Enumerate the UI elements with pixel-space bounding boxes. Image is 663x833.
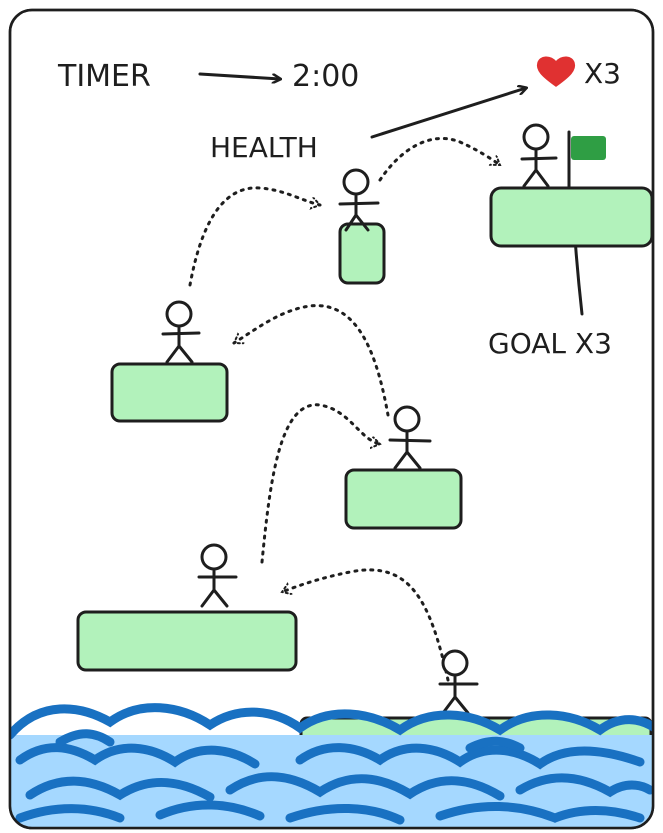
stick-figure-left-upper (161, 300, 201, 364)
heart-icon (536, 56, 576, 87)
platform-middle (344, 468, 463, 530)
stick-figure-goal (520, 123, 558, 188)
health-label: HEALTH (210, 131, 318, 164)
stick-figure-start (438, 649, 479, 715)
water-hazard (10, 703, 653, 828)
lives-count: X3 (584, 57, 621, 90)
stick-figure-pillar (338, 168, 380, 232)
game-frame (8, 8, 655, 830)
platform-left-lower (76, 610, 298, 672)
jump-path-3 (234, 304, 390, 417)
stick-figure-middle (388, 405, 432, 470)
health-arrow (370, 88, 526, 139)
stick-figure-left-lower (197, 543, 238, 608)
jump-path-5 (378, 136, 500, 182)
jump-path-2 (260, 403, 380, 564)
timer-arrow (198, 72, 280, 79)
game-frame-border (8, 8, 655, 830)
platform-left-upper (110, 362, 229, 423)
platform-small-pillar (338, 222, 386, 285)
goal-label: GOAL X3 (488, 327, 612, 360)
timer-value: 2:00 (292, 59, 359, 94)
goal-flag-icon (567, 130, 606, 190)
goal-platform (489, 186, 654, 248)
timer-label: TIMER (57, 59, 151, 94)
jump-path-4 (188, 186, 320, 287)
